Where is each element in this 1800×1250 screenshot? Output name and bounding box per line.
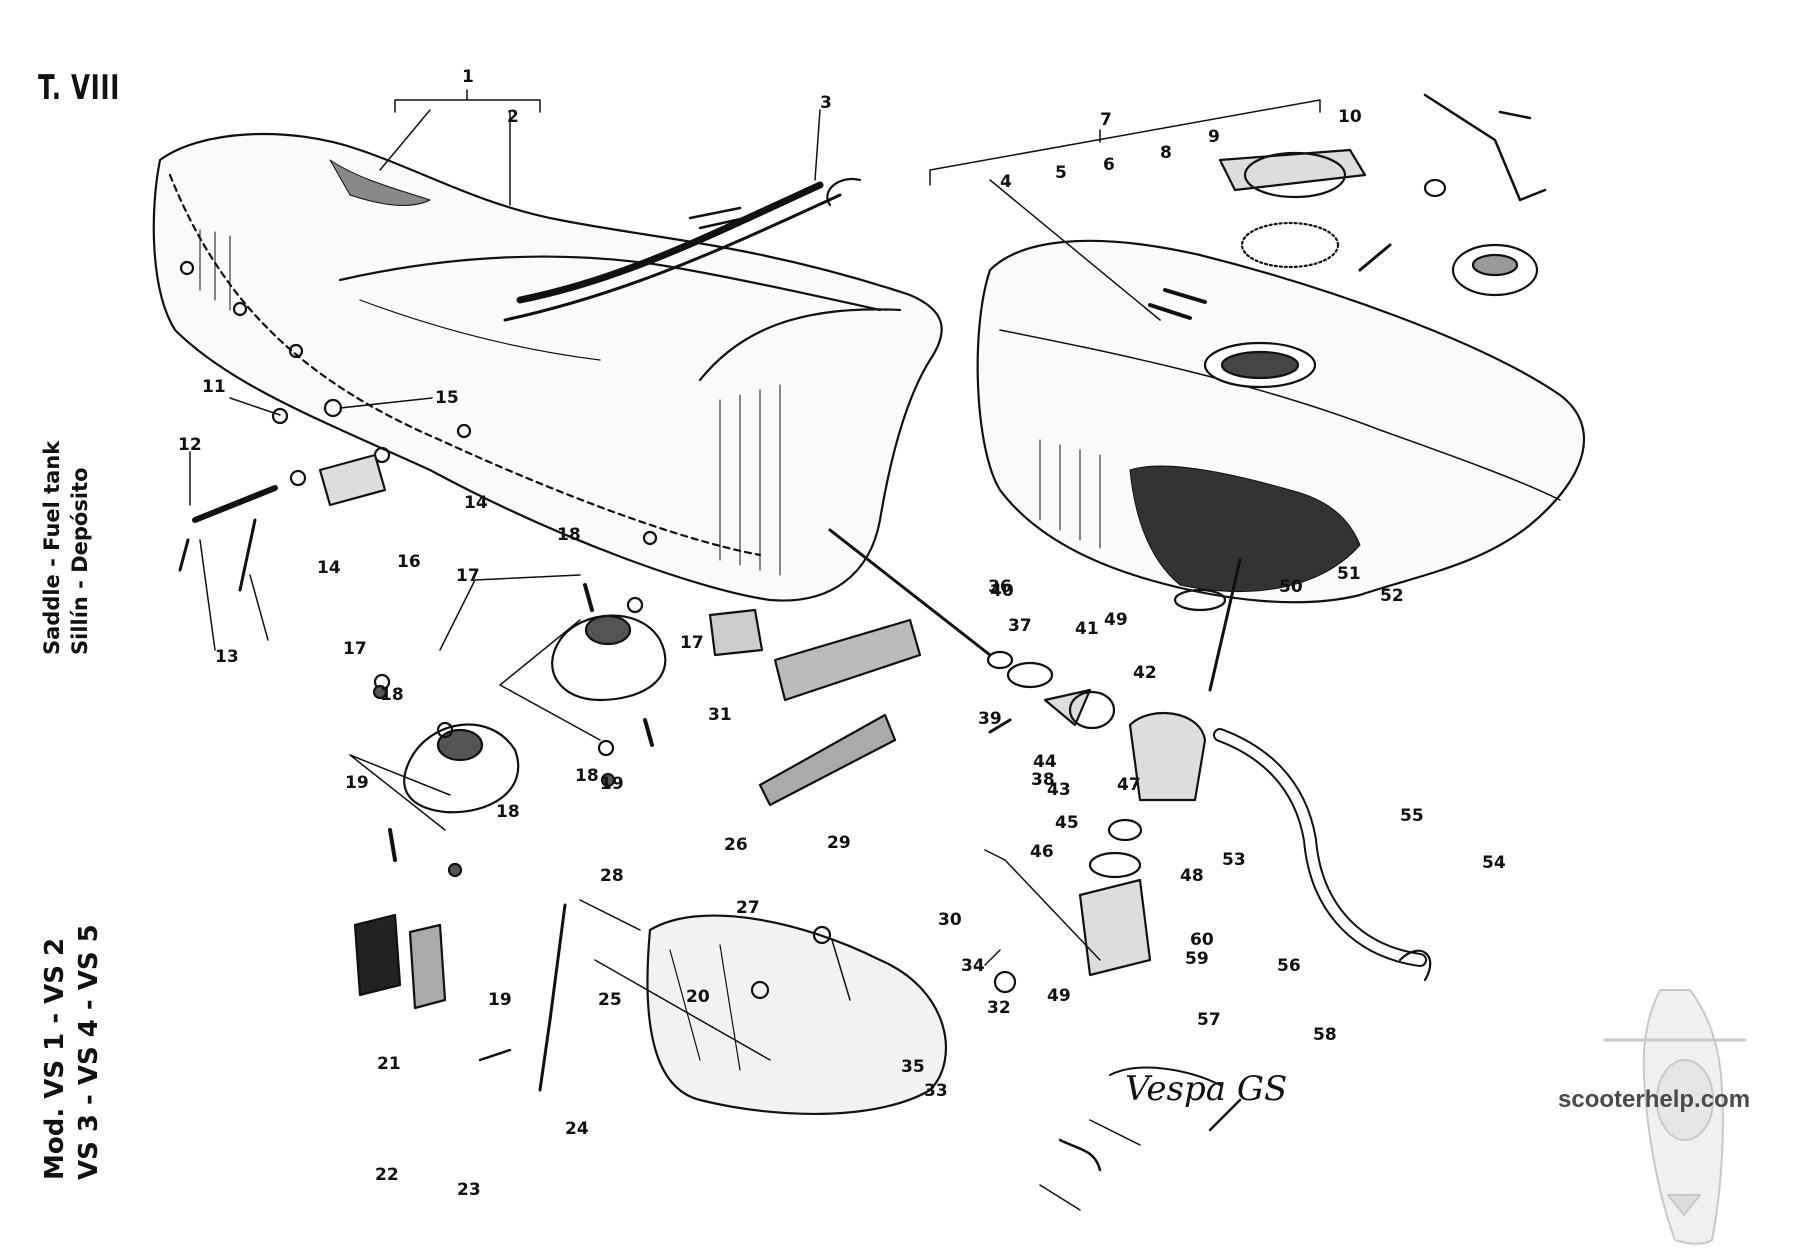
callout-57: 57	[1197, 1010, 1221, 1030]
callout-54: 54	[1482, 853, 1506, 873]
callout-49: 49	[1104, 610, 1128, 630]
callout-23: 23	[457, 1180, 481, 1200]
callout-17: 17	[343, 639, 367, 659]
callout-4: 4	[1000, 172, 1012, 192]
leader-lines	[189, 89, 1321, 1211]
callout-45: 45	[1055, 813, 1079, 833]
callout-46: 46	[1030, 842, 1054, 862]
callout-10: 10	[1338, 107, 1362, 127]
callout-50: 50	[1279, 577, 1303, 597]
callout-1: 1	[462, 67, 474, 87]
vespa-gs-badge: Vespa GS	[1125, 1069, 1287, 1109]
callout-56: 56	[1277, 956, 1301, 976]
callout-7: 7	[1100, 110, 1112, 130]
callout-42: 42	[1133, 663, 1157, 683]
callout-26: 26	[724, 835, 748, 855]
callout-60: 60	[1190, 930, 1214, 950]
callout-15: 15	[435, 388, 459, 408]
saddle	[152, 132, 943, 602]
callout-18: 18	[496, 802, 520, 822]
callout-18: 18	[575, 766, 599, 786]
middle-parts	[708, 528, 1116, 807]
callout-48: 48	[1180, 866, 1204, 886]
callout-17: 17	[456, 566, 480, 586]
callout-19: 19	[600, 774, 624, 794]
callout-49: 49	[1047, 986, 1071, 1006]
callout-14: 14	[464, 493, 488, 513]
callout-41: 41	[1075, 619, 1099, 639]
fuel-cap-parts	[1218, 93, 1547, 297]
callout-55: 55	[1400, 806, 1424, 826]
callout-3: 3	[820, 93, 832, 113]
callout-44: 44	[1033, 752, 1057, 772]
callout-47: 47	[1117, 775, 1141, 795]
fuel-tank	[976, 239, 1585, 604]
callout-19: 19	[488, 990, 512, 1010]
callout-39: 39	[978, 709, 1002, 729]
callout-14: 14	[317, 558, 341, 578]
callout-30: 30	[938, 910, 962, 930]
callout-36: 36	[988, 577, 1012, 597]
callout-34: 34	[961, 956, 985, 976]
callout-38: 38	[1031, 770, 1055, 790]
callout-27: 27	[736, 898, 760, 918]
callout-18: 18	[557, 525, 581, 545]
callout-40: 40	[990, 581, 1014, 601]
callout-43: 43	[1047, 780, 1071, 800]
fuel-tap-and-hose	[1078, 558, 1432, 982]
callout-52: 52	[1380, 586, 1404, 606]
callout-59: 59	[1185, 949, 1209, 969]
callout-11: 11	[202, 377, 226, 397]
callout-31: 31	[708, 705, 732, 725]
callout-58: 58	[1313, 1025, 1337, 1045]
watermark-site: scooterhelp.com	[1558, 1086, 1751, 1113]
saddle-hardware	[178, 398, 667, 878]
callout-5: 5	[1055, 163, 1067, 183]
floor-parts: Vespa GS	[353, 903, 1287, 1172]
scooter-watermark-icon	[1603, 989, 1747, 1245]
callout-8: 8	[1160, 143, 1172, 163]
callout-9: 9	[1208, 127, 1220, 147]
callout-22: 22	[375, 1165, 399, 1185]
callout-18: 18	[380, 685, 404, 705]
callout-24: 24	[565, 1119, 589, 1139]
callout-32: 32	[987, 998, 1011, 1018]
callout-21: 21	[377, 1054, 401, 1074]
callout-35: 35	[901, 1057, 925, 1077]
callout-29: 29	[827, 833, 851, 853]
callout-6: 6	[1103, 155, 1115, 175]
callout-2: 2	[507, 107, 519, 127]
callout-20: 20	[686, 987, 710, 1007]
callout-51: 51	[1337, 564, 1361, 584]
callout-25: 25	[598, 990, 622, 1010]
plate-title: T. VIII	[38, 68, 121, 108]
callout-33: 33	[924, 1081, 948, 1101]
callout-28: 28	[600, 866, 624, 886]
callout-53: 53	[1222, 850, 1246, 870]
callout-37: 37	[1008, 616, 1032, 636]
callout-16: 16	[397, 552, 421, 572]
callout-17: 17	[680, 633, 704, 653]
callout-12: 12	[178, 435, 202, 455]
callout-19: 19	[345, 773, 369, 793]
callout-13: 13	[215, 647, 239, 667]
